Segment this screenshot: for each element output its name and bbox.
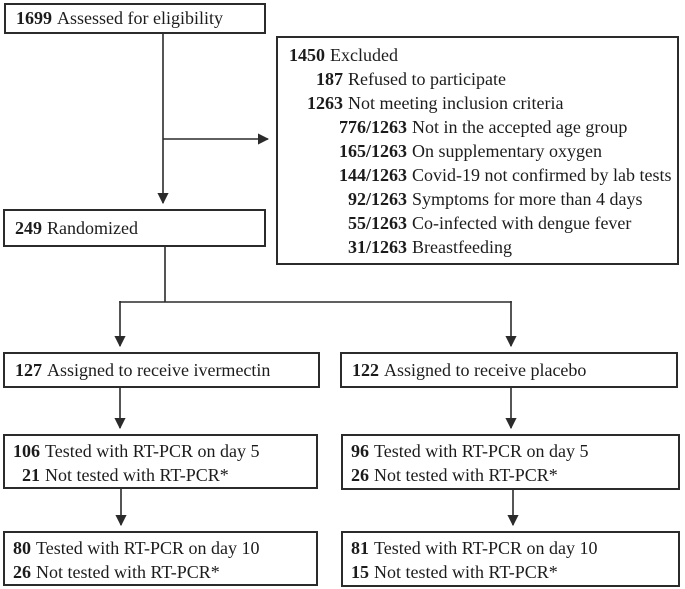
tested-count: 106	[13, 441, 40, 461]
box-arm-ivermectin: 127 Assigned to receive ivermectin	[3, 352, 320, 388]
not-tested-count: 21	[22, 465, 40, 485]
randomized-label: Randomized	[47, 217, 138, 238]
excluded-label: Excluded	[330, 45, 398, 65]
tested-label: Tested with RT-PCR on day 10	[374, 538, 598, 558]
excluded-count: 1263	[307, 93, 343, 113]
excluded-count: 776/1263	[338, 117, 407, 137]
not-tested-count: 26	[13, 562, 31, 582]
excluded-label: On supplementary oxygen	[412, 141, 602, 161]
not-tested-label: Not tested with RT-PCR*	[45, 465, 229, 485]
excluded-count: 92/1263	[347, 189, 407, 209]
excluded-count: 144/1263	[338, 165, 407, 185]
tested-count: 80	[13, 538, 31, 558]
tested-count: 96	[351, 441, 369, 461]
box-arm-placebo: 122 Assigned to receive placebo	[340, 352, 678, 388]
not-tested-label: Not tested with RT-PCR*	[374, 562, 558, 582]
arm-placebo-label: Assigned to receive placebo	[384, 359, 587, 380]
tested-label: Tested with RT-PCR on day 5	[45, 441, 260, 461]
not-tested-label: Not tested with RT-PCR*	[36, 562, 220, 582]
box-assessed-for-eligibility: 1699 Assessed for eligibility	[4, 3, 266, 34]
assessed-label: Assessed for eligibility	[57, 8, 223, 28]
assessed-count: 1699	[16, 8, 52, 28]
excluded-label: Symptoms for more than 4 days	[412, 189, 643, 209]
randomized-count: 249	[15, 217, 42, 238]
tested-label: Tested with RT-PCR on day 10	[36, 538, 260, 558]
box-randomized: 249 Randomized	[3, 209, 266, 247]
excluded-count: 1450	[289, 45, 325, 65]
excluded-count: 31/1263	[347, 237, 407, 257]
excluded-label: Breastfeeding	[412, 237, 512, 257]
tested-label: Tested with RT-PCR on day 5	[374, 441, 589, 461]
arm-ivermectin-label: Assigned to receive ivermectin	[47, 359, 271, 380]
excluded-count: 55/1263	[347, 213, 407, 233]
excluded-label: Refused to participate	[348, 69, 506, 89]
excluded-label: Covid-19 not confirmed by lab tests	[412, 165, 672, 185]
excluded-label: Co-infected with dengue fever	[412, 213, 632, 233]
not-tested-count: 26	[351, 465, 369, 485]
excluded-label: Not in the accepted age group	[412, 117, 628, 137]
excluded-count: 187	[316, 69, 343, 89]
excluded-count: 165/1263	[338, 141, 407, 161]
excluded-label: Not meeting inclusion criteria	[348, 93, 564, 113]
not-tested-count: 15	[351, 562, 369, 582]
arm-ivermectin-count: 127	[15, 359, 42, 380]
not-tested-label: Not tested with RT-PCR*	[374, 465, 558, 485]
arm-placebo-count: 122	[352, 359, 379, 380]
tested-count: 81	[351, 538, 369, 558]
